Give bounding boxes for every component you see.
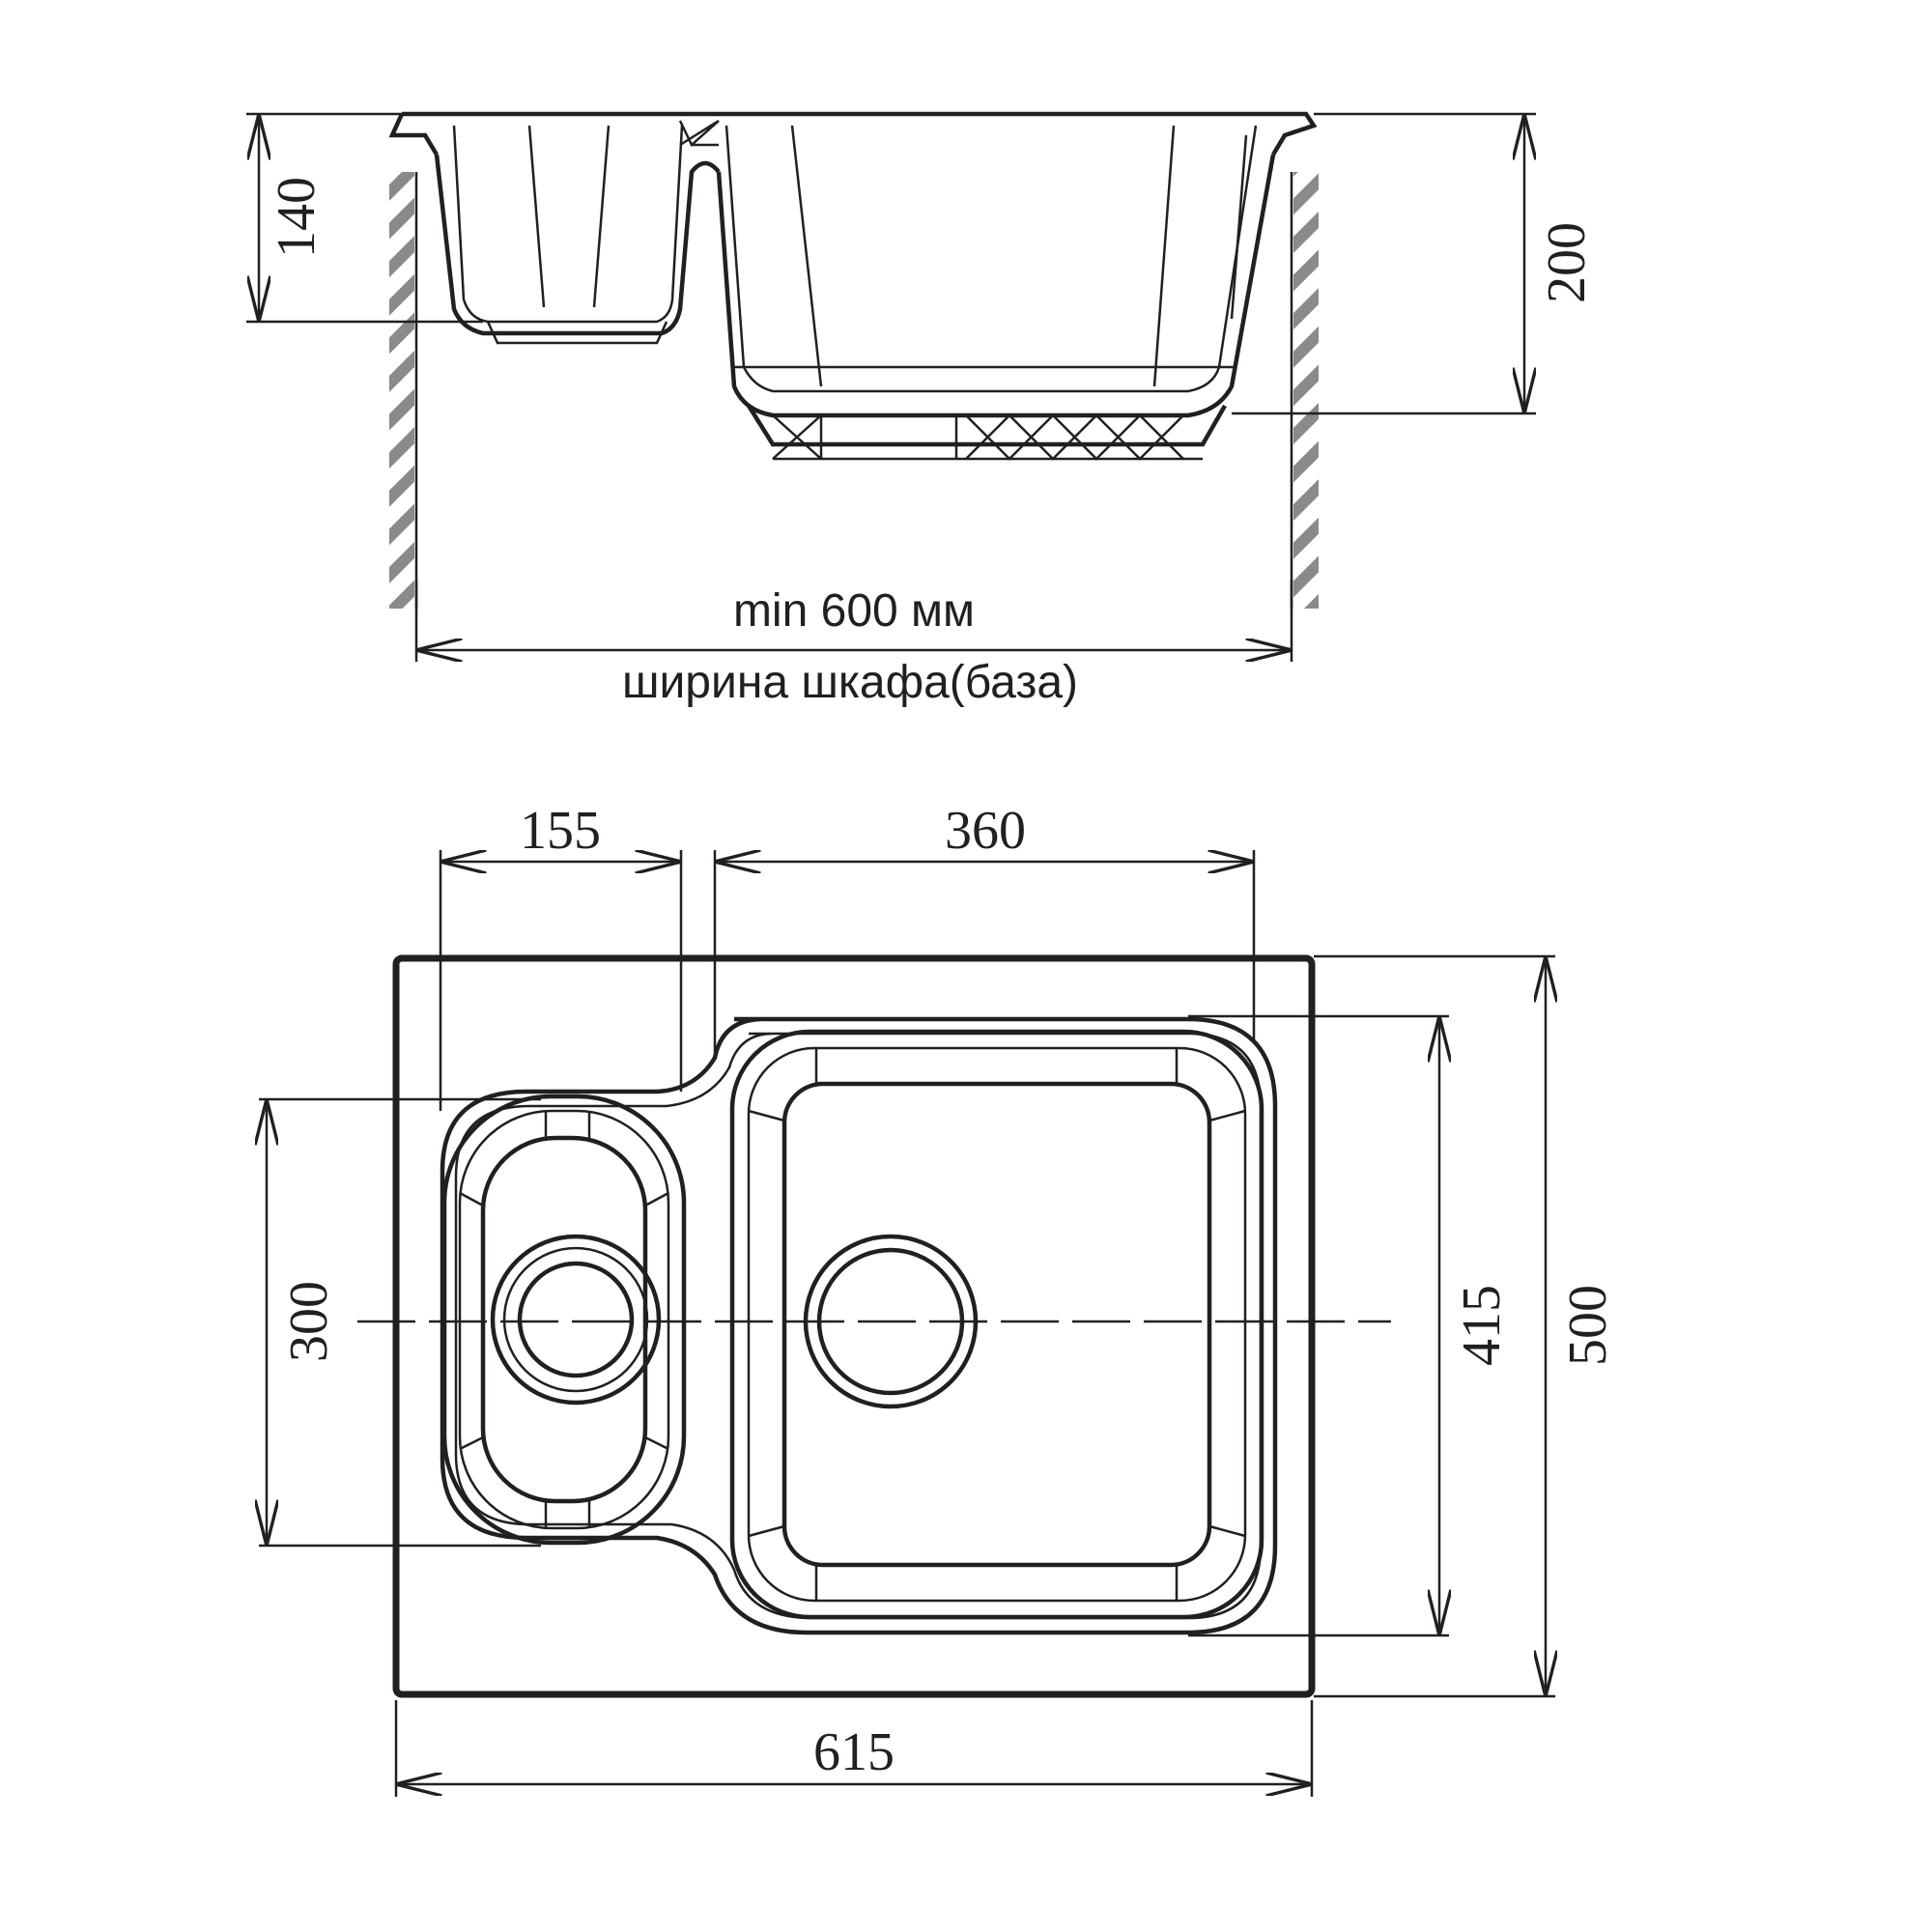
cabinet-width-label: ширина шкафа(база) bbox=[622, 657, 1078, 708]
sink-outline bbox=[392, 954, 1316, 1698]
small-drain bbox=[490, 1234, 662, 1406]
large-bowl bbox=[729, 1029, 1264, 1620]
dim-300-label: 300 bbox=[279, 1281, 339, 1362]
cabinet-wall-right bbox=[1293, 172, 1319, 609]
dim-300: 300 bbox=[259, 1097, 541, 1548]
cabinet-min-label: min 600 мм bbox=[733, 585, 975, 637]
dim-415-label: 415 bbox=[1452, 1285, 1512, 1366]
dim-415: 415 bbox=[1188, 1014, 1512, 1637]
small-bowl bbox=[441, 1094, 687, 1546]
dim-200: 200 bbox=[1232, 112, 1597, 415]
cabinet-wall-left bbox=[389, 172, 414, 609]
dim-615-label: 615 bbox=[813, 1722, 895, 1782]
dim-140-label: 140 bbox=[267, 177, 327, 258]
dim-360: 360 bbox=[713, 801, 1256, 1053]
sink-profile bbox=[388, 111, 1318, 461]
top-view: 155 360 300 415 500 bbox=[259, 801, 1618, 1797]
dim-155-label: 155 bbox=[520, 801, 601, 861]
side-view: 140 200 min 600 мм ширина шкафа(база) bbox=[246, 111, 1597, 708]
dim-615: 615 bbox=[394, 1700, 1314, 1797]
dim-155: 155 bbox=[439, 801, 683, 1111]
dim-cabinet-width: min 600 мм ширина шкафа(база) bbox=[414, 580, 1293, 708]
dim-500: 500 bbox=[1314, 954, 1618, 1698]
dim-140: 140 bbox=[246, 112, 483, 324]
dim-500-label: 500 bbox=[1558, 1285, 1618, 1366]
dim-360-label: 360 bbox=[945, 801, 1026, 861]
dim-200-label: 200 bbox=[1537, 222, 1597, 303]
